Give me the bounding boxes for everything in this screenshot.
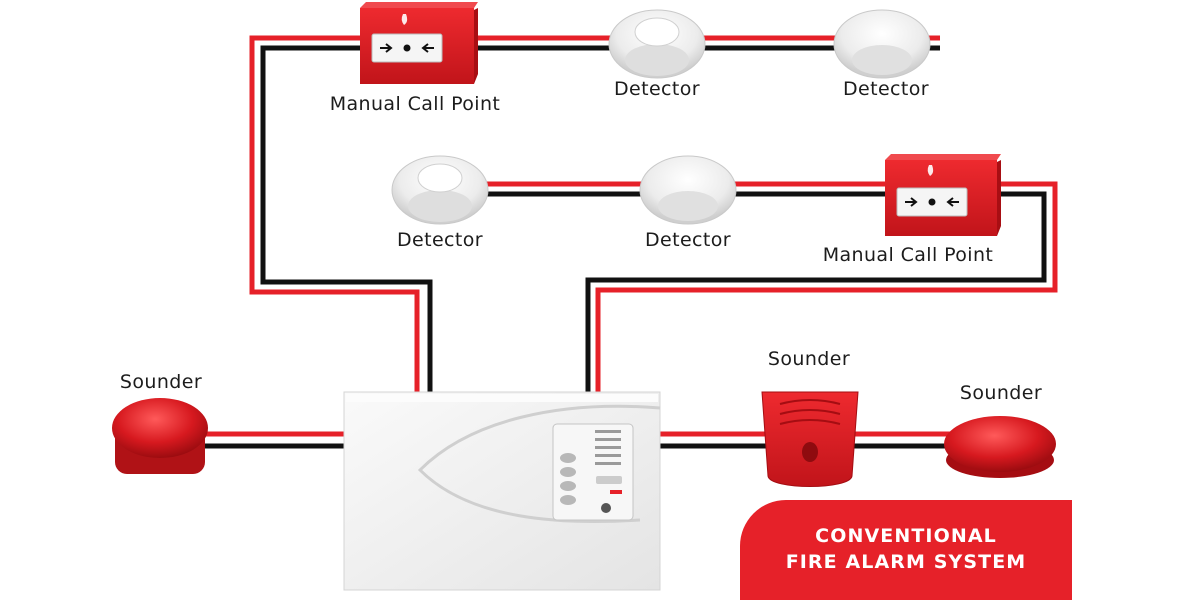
panel-indicator-leds: [595, 430, 621, 465]
label-sounder-middle: Sounder: [767, 348, 851, 370]
sounder-left: [112, 398, 208, 474]
label-detector-middle-1: Detector: [397, 229, 483, 251]
label-detector-top-2: Detector: [843, 78, 929, 100]
panel-zone-buttons: [560, 453, 576, 505]
flame-icon: [401, 14, 408, 25]
label-detector-middle-2: Detector: [645, 229, 731, 251]
system-title-badge: CONVENTIONAL FIRE ALARM SYSTEM: [740, 500, 1072, 600]
label-sounder-left: Sounder: [119, 371, 203, 393]
sounder-middle: [761, 391, 859, 487]
wire-loop-1-black: [260, 45, 940, 392]
label-manual-call-point-top: Manual Call Point: [329, 93, 501, 115]
detector-middle-1: [391, 155, 489, 225]
label-sounder-right: Sounder: [959, 382, 1043, 404]
wire-loop-2-black: [420, 191, 1047, 392]
arrow-icons: [380, 43, 434, 53]
detector-top-2: [833, 9, 931, 79]
manual-call-point-top: [360, 2, 478, 84]
flame-icon: [927, 165, 934, 176]
wire-loop-1-red: [249, 35, 940, 392]
arrow-icons: [905, 197, 959, 207]
title-line-2: FIRE ALARM SYSTEM: [785, 551, 1027, 573]
title-line-1: CONVENTIONAL: [815, 525, 997, 548]
label-manual-call-point-middle: Manual Call Point: [822, 244, 994, 266]
wire-loop-2-red: [420, 181, 1058, 392]
detector-middle-2: [639, 155, 737, 225]
sounder-right: [944, 416, 1056, 478]
detector-top-1: [608, 9, 706, 79]
wiring: [180, 35, 1058, 449]
control-panel: [343, 391, 661, 591]
manual-call-point-middle: [885, 154, 1001, 236]
label-detector-top-1: Detector: [614, 78, 700, 100]
key-switch-icon: [601, 503, 611, 513]
